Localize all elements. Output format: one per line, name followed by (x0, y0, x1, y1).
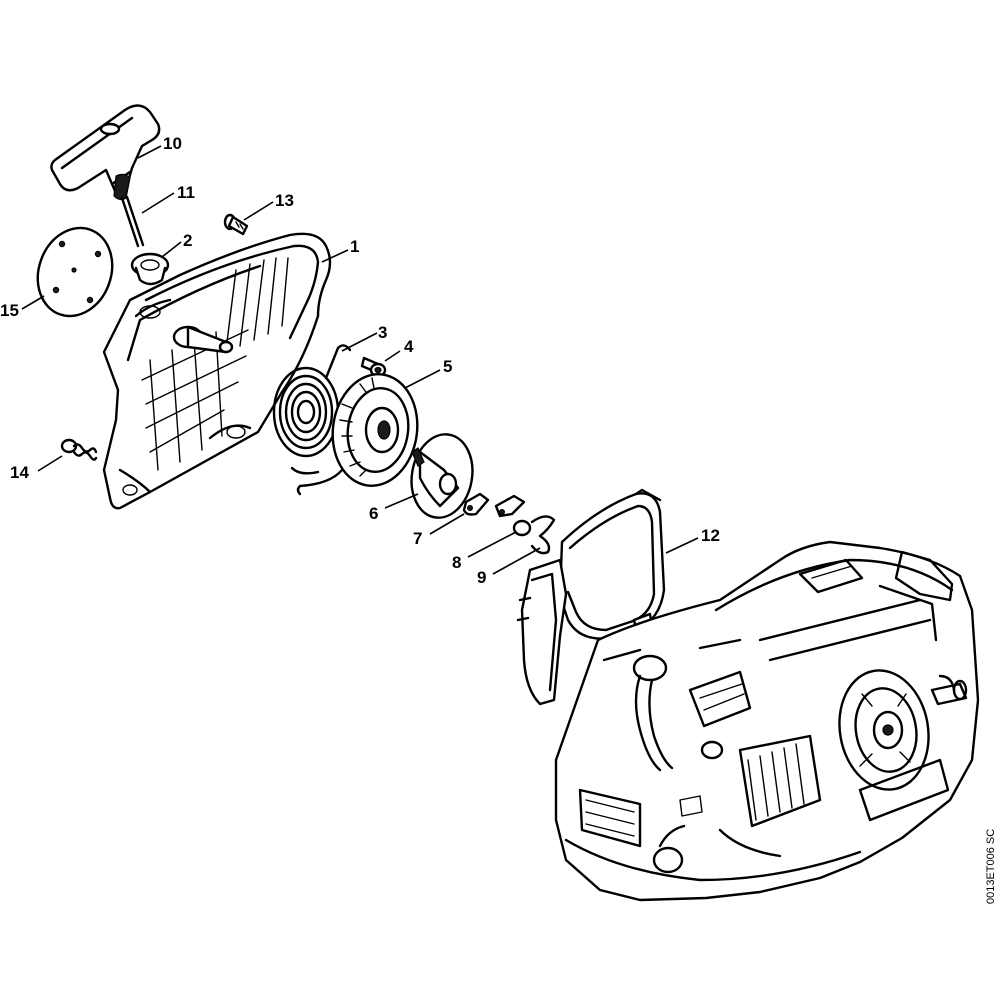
leader-10 (137, 145, 162, 159)
leader-8 (467, 531, 517, 558)
callout-3: 3 (378, 323, 387, 342)
callout-11: 11 (177, 183, 195, 202)
part-cover-plate (36, 226, 114, 318)
part-washer-8 (512, 519, 532, 537)
leader-3 (341, 332, 378, 352)
part-starter-grip (50, 104, 161, 201)
leader-5 (404, 369, 441, 389)
part-spring-clip (530, 515, 556, 555)
callout-6: 6 (369, 504, 378, 523)
leader-7 (429, 513, 465, 535)
part-pawl-second (494, 494, 526, 518)
leader-6 (384, 493, 419, 509)
part-pawl-7 (462, 492, 490, 516)
part-screw-4 (360, 356, 387, 378)
callout-1: 1 (350, 237, 359, 256)
callout-10: 10 (163, 134, 182, 153)
leader-4 (384, 350, 401, 362)
leader-9 (492, 547, 541, 575)
part-fan-housing (102, 232, 332, 510)
leader-1 (321, 249, 349, 263)
leader-14 (37, 455, 63, 472)
part-spring-14 (60, 438, 98, 461)
leader-11 (141, 192, 175, 214)
part-rope-rotor (296, 373, 419, 496)
part-starter-rope (120, 195, 145, 248)
leader-12 (665, 537, 699, 554)
callout-4: 4 (404, 337, 414, 356)
callout-8: 8 (452, 553, 461, 572)
part-screw-13 (223, 213, 249, 236)
leader-13 (243, 201, 274, 221)
leader-lines (21, 145, 699, 575)
callout-12: 12 (701, 526, 720, 545)
callout-labels: 1 2 3 4 5 6 7 8 9 10 11 12 13 14 15 (0, 134, 720, 587)
callout-9: 9 (477, 568, 486, 587)
callout-14: 14 (10, 463, 29, 482)
leader-15 (21, 295, 45, 310)
part-power-head (554, 540, 980, 902)
callout-5: 5 (443, 357, 452, 376)
leader-2 (161, 241, 182, 258)
part-pawl-carrier (410, 433, 474, 519)
part-rope-guide (130, 252, 170, 286)
reference-code: 0013ET006 SC (985, 829, 997, 904)
callout-2: 2 (183, 231, 192, 250)
callout-15: 15 (0, 301, 19, 320)
callout-13: 13 (275, 191, 294, 210)
callout-7: 7 (413, 529, 422, 548)
